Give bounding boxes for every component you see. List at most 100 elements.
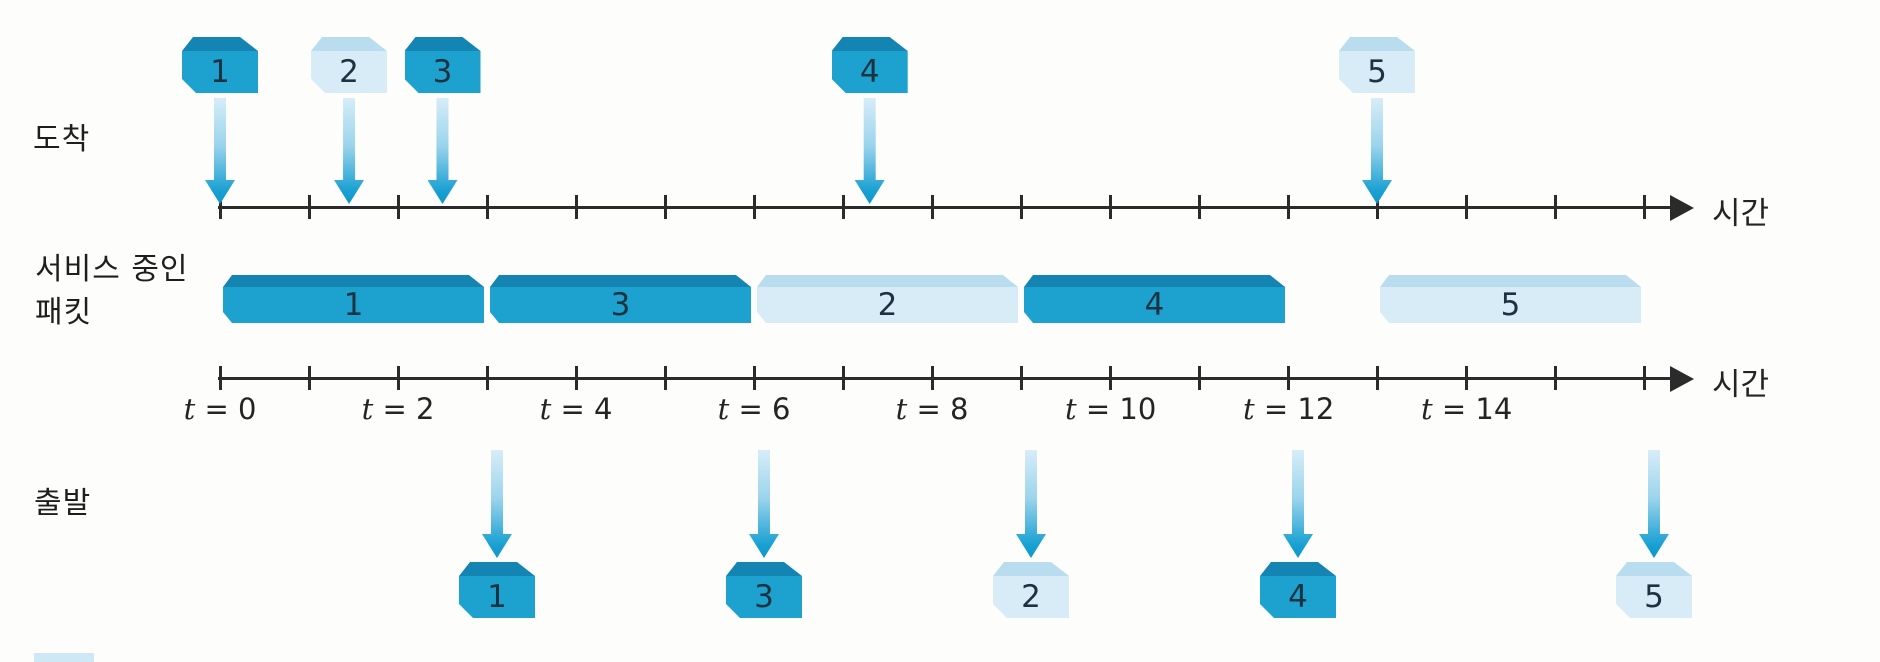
service-timeline-tick bbox=[219, 366, 222, 390]
service-timeline-tick bbox=[753, 366, 756, 390]
packet-front-face: 2 bbox=[311, 51, 387, 93]
departure-arrow-5 bbox=[1639, 450, 1669, 558]
packet-number: 4 bbox=[1288, 578, 1308, 615]
service-timeline-tick bbox=[1198, 366, 1201, 390]
service-timeline-tick bbox=[308, 366, 311, 390]
arrival-timeline-tick bbox=[931, 195, 934, 219]
service-timeline-axis bbox=[218, 377, 1674, 380]
departure-packet-5: 5 bbox=[1616, 562, 1692, 618]
service-row-label-line2: 패킷 bbox=[35, 295, 93, 330]
arrival-row-label: 도착 bbox=[33, 118, 90, 161]
packet-front-face: 4 bbox=[1260, 576, 1336, 618]
packet-top-face bbox=[459, 562, 535, 576]
departure-packet-1: 1 bbox=[459, 562, 535, 618]
packet-number: 5 bbox=[1644, 578, 1664, 615]
arrival-packet-3: 3 bbox=[405, 37, 481, 93]
tick-label-variable: t bbox=[895, 392, 908, 426]
tick-label-t12: t = 12 bbox=[1243, 392, 1335, 426]
service-packet-4: 4 bbox=[1024, 275, 1285, 323]
packet-number: 4 bbox=[1144, 286, 1165, 323]
packet-front-face: 5 bbox=[1616, 576, 1692, 618]
service-timeline-tick bbox=[1554, 366, 1557, 390]
packet-top-face bbox=[405, 37, 481, 51]
packet-front-face: 1 bbox=[182, 51, 258, 93]
packet-top-face bbox=[223, 275, 484, 287]
service-row-label: 서비스 중인 패킷 bbox=[35, 248, 189, 334]
arrival-arrow-3 bbox=[428, 98, 458, 204]
service-packet-2: 2 bbox=[757, 275, 1018, 323]
packet-front-face: 3 bbox=[726, 576, 802, 618]
packet-top-face bbox=[182, 37, 258, 51]
tick-label-variable: t bbox=[183, 392, 196, 426]
packet-front-face: 3 bbox=[490, 287, 751, 323]
tick-label-t14: t = 14 bbox=[1421, 392, 1513, 426]
arrival-timeline-tick bbox=[1198, 195, 1201, 219]
arrival-packet-1: 1 bbox=[182, 37, 258, 93]
departure-row-label-text: 출발 bbox=[34, 486, 92, 521]
service-timeline-tick bbox=[397, 366, 400, 390]
time-axis-label: 시간 bbox=[1712, 196, 1770, 232]
tick-label-t10: t = 10 bbox=[1065, 392, 1157, 426]
packet-front-face: 3 bbox=[405, 51, 481, 93]
packet-top-face bbox=[1380, 275, 1641, 287]
departure-packet-3: 3 bbox=[726, 562, 802, 618]
tick-label-t6: t = 6 bbox=[717, 392, 791, 426]
service-packet-5: 5 bbox=[1380, 275, 1641, 323]
arrival-timeline-tick bbox=[1465, 195, 1468, 219]
tick-label-t4: t = 4 bbox=[539, 392, 613, 426]
departure-arrow-3 bbox=[749, 450, 779, 558]
packet-number: 5 bbox=[1367, 53, 1387, 90]
service-timeline-tick bbox=[1020, 366, 1023, 390]
arrival-arrow-1 bbox=[205, 98, 235, 204]
packet-number: 3 bbox=[432, 53, 453, 90]
packet-number: 2 bbox=[1021, 578, 1041, 615]
packet-number: 1 bbox=[487, 578, 507, 615]
arrival-timeline-tick bbox=[397, 195, 400, 219]
service-timeline-tick bbox=[842, 366, 845, 390]
tick-label-variable: t bbox=[1421, 392, 1433, 426]
packet-top-face bbox=[1024, 275, 1285, 287]
tick-label-variable: t bbox=[717, 392, 730, 426]
arrival-timeline-axis bbox=[218, 206, 1674, 209]
packet-top-face bbox=[993, 562, 1069, 576]
packet-top-face bbox=[726, 562, 802, 576]
arrival-packet-4: 4 bbox=[832, 37, 908, 93]
packet-number: 2 bbox=[339, 53, 359, 90]
service-timeline-tick bbox=[1287, 366, 1290, 390]
tick-label-t8: t = 8 bbox=[895, 392, 969, 426]
packet-number: 3 bbox=[754, 578, 774, 615]
packet-number: 1 bbox=[210, 53, 230, 90]
packet-top-face bbox=[490, 275, 751, 287]
arrival-timeline-tick bbox=[575, 195, 578, 219]
time-axis-label: 시간 bbox=[1712, 367, 1770, 403]
arrival-timeline-arrowhead-icon bbox=[1670, 195, 1694, 221]
arrival-arrow-4 bbox=[855, 98, 885, 204]
packet-top-face bbox=[757, 275, 1018, 287]
arrival-row-label-text: 도착 bbox=[33, 122, 91, 157]
service-timeline-tick bbox=[931, 366, 934, 390]
packet-top-face bbox=[1260, 562, 1336, 576]
packet-front-face: 4 bbox=[832, 51, 908, 93]
arrival-timeline-tick bbox=[219, 195, 222, 219]
tick-label-t0: t = 0 bbox=[183, 392, 257, 426]
tick-label-variable: t bbox=[539, 392, 552, 426]
arrival-timeline-tick bbox=[486, 195, 489, 219]
arrival-timeline-tick bbox=[1109, 195, 1112, 219]
packet-number: 3 bbox=[610, 286, 631, 323]
arrival-timeline-tick bbox=[1554, 195, 1557, 219]
service-timeline-tick bbox=[1376, 366, 1379, 390]
service-packet-3: 3 bbox=[490, 275, 751, 323]
service-timeline-arrowhead-icon bbox=[1670, 366, 1694, 392]
arrival-timeline-tick bbox=[1376, 195, 1379, 219]
packet-number: 2 bbox=[877, 286, 898, 323]
packet-front-face: 2 bbox=[993, 576, 1069, 618]
departure-arrow-2 bbox=[1016, 450, 1046, 558]
arrival-timeline-tick bbox=[308, 195, 311, 219]
packet-top-face bbox=[1616, 562, 1692, 576]
arrival-arrow-5 bbox=[1362, 98, 1392, 204]
packet-number: 4 bbox=[859, 53, 880, 90]
service-timeline-tick bbox=[664, 366, 667, 390]
service-timeline-tick bbox=[575, 366, 578, 390]
arrival-timeline-tick bbox=[664, 195, 667, 219]
packet-front-face: 5 bbox=[1339, 51, 1415, 93]
